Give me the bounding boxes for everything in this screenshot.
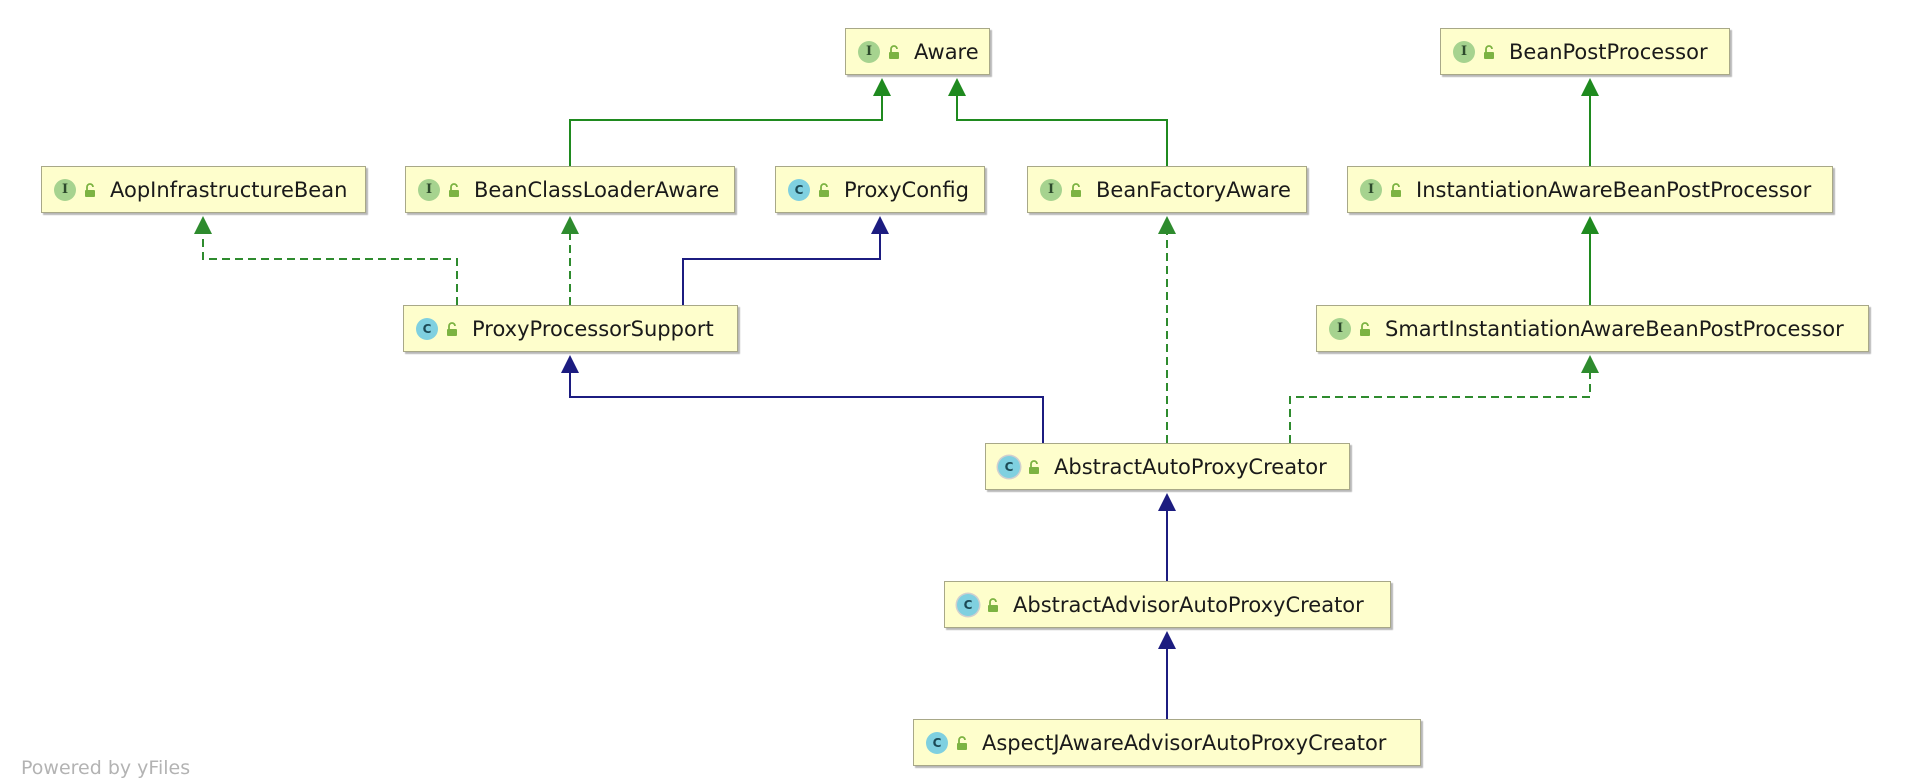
- node-label: Aware: [914, 39, 979, 64]
- node-aop-infrastructure-bean[interactable]: I AopInfrastructureBean: [41, 166, 366, 213]
- node-label: BeanFactoryAware: [1096, 177, 1291, 202]
- interface-badge-icon: I: [54, 178, 76, 201]
- edge-line: [682, 234, 881, 305]
- interface-badge-icon: I: [1453, 40, 1475, 63]
- interface-badge-icon: I: [1360, 178, 1382, 201]
- node-label: SmartInstantiationAwareBeanPostProcessor: [1385, 316, 1844, 341]
- arrowhead: [1581, 216, 1599, 234]
- unlocked-padlock-icon: [449, 182, 459, 197]
- edge-bfa-to-aware: [948, 78, 1168, 166]
- interface-badge-icon: I: [1329, 317, 1351, 340]
- node-bean-factory-aware[interactable]: I BeanFactoryAware: [1027, 166, 1307, 213]
- edge-siabpp-to-iabpp: [1581, 216, 1599, 305]
- unlocked-padlock-icon: [957, 735, 967, 750]
- powered-by-credit: Powered by yFiles: [21, 757, 191, 779]
- unlocked-padlock-icon: [988, 597, 998, 612]
- class-badge-icon: C: [788, 178, 810, 201]
- node-aspectj-aware-advisor-auto-proxy-creator[interactable]: C AspectJAwareAdvisorAutoProxyCreator: [913, 719, 1421, 766]
- edge-line: [569, 373, 1044, 443]
- unlocked-padlock-icon: [1071, 182, 1081, 197]
- edge-pps-to-pc: [682, 216, 889, 305]
- arrowhead: [1581, 355, 1599, 373]
- node-label: AbstractAutoProxyCreator: [1054, 454, 1327, 479]
- arrowhead: [194, 216, 212, 234]
- node-label: BeanPostProcessor: [1509, 39, 1708, 64]
- abstract-class-badge-icon: C: [957, 593, 979, 616]
- node-smart-instantiation-aware-bean-post-processor[interactable]: I SmartInstantiationAwareBeanPostProcess…: [1316, 305, 1869, 352]
- class-badge-icon: C: [416, 317, 438, 340]
- arrowhead: [1158, 216, 1176, 234]
- node-aware[interactable]: I Aware: [845, 28, 990, 75]
- unlocked-padlock-icon: [1484, 44, 1494, 59]
- unlocked-padlock-icon: [1029, 459, 1039, 474]
- edge-line: [569, 96, 883, 166]
- unlocked-padlock-icon: [1391, 182, 1401, 197]
- node-bean-class-loader-aware[interactable]: I BeanClassLoaderAware: [405, 166, 735, 213]
- arrowhead: [1158, 493, 1176, 511]
- arrowhead: [1158, 631, 1176, 649]
- edge-ajaapc-to-aaapc: [1158, 631, 1176, 719]
- edge-bcla-to-aware: [569, 78, 891, 166]
- node-proxy-processor-support[interactable]: C ProxyProcessorSupport: [403, 305, 738, 352]
- interface-badge-icon: I: [858, 40, 880, 63]
- node-label: AbstractAdvisorAutoProxyCreator: [1013, 592, 1364, 617]
- edge-pps-to-bcla: [561, 216, 579, 305]
- arrowhead: [871, 216, 889, 234]
- node-label: ProxyConfig: [844, 177, 969, 202]
- node-bean-post-processor[interactable]: I BeanPostProcessor: [1440, 28, 1730, 75]
- edge-iabpp-to-bpp: [1581, 78, 1599, 166]
- node-label: AspectJAwareAdvisorAutoProxyCreator: [982, 730, 1387, 755]
- arrowhead: [1581, 78, 1599, 96]
- node-label: AopInfrastructureBean: [110, 177, 348, 202]
- interface-badge-icon: I: [1040, 178, 1062, 201]
- abstract-class-badge-icon: C: [998, 455, 1020, 478]
- edge-aapc-to-pps: [561, 355, 1044, 443]
- unlocked-padlock-icon: [447, 321, 457, 336]
- edge-line: [1289, 373, 1591, 443]
- unlocked-padlock-icon: [889, 44, 899, 59]
- edge-aaapc-to-aapc: [1158, 493, 1176, 581]
- unlocked-padlock-icon: [819, 182, 829, 197]
- node-label: InstantiationAwareBeanPostProcessor: [1416, 177, 1812, 202]
- edge-line: [956, 96, 1168, 166]
- arrowhead: [873, 78, 891, 96]
- node-label: ProxyProcessorSupport: [472, 316, 714, 341]
- edge-aapc-to-bfa: [1158, 216, 1176, 443]
- node-abstract-auto-proxy-creator[interactable]: C AbstractAutoProxyCreator: [985, 443, 1350, 490]
- node-label: BeanClassLoaderAware: [474, 177, 720, 202]
- edge-aapc-to-siabpp: [1289, 355, 1599, 443]
- edge-pps-to-aib: [194, 216, 458, 305]
- arrowhead: [561, 355, 579, 373]
- node-abstract-advisor-auto-proxy-creator[interactable]: C AbstractAdvisorAutoProxyCreator: [944, 581, 1391, 628]
- node-instantiation-aware-bean-post-processor[interactable]: I InstantiationAwareBeanPostProcessor: [1347, 166, 1833, 213]
- arrowhead: [561, 216, 579, 234]
- interface-badge-icon: I: [418, 178, 440, 201]
- unlocked-padlock-icon: [1360, 321, 1370, 336]
- class-badge-icon: C: [926, 731, 948, 754]
- edge-line: [202, 234, 458, 305]
- node-proxy-config[interactable]: C ProxyConfig: [775, 166, 985, 213]
- unlocked-padlock-icon: [85, 182, 95, 197]
- arrowhead: [948, 78, 966, 96]
